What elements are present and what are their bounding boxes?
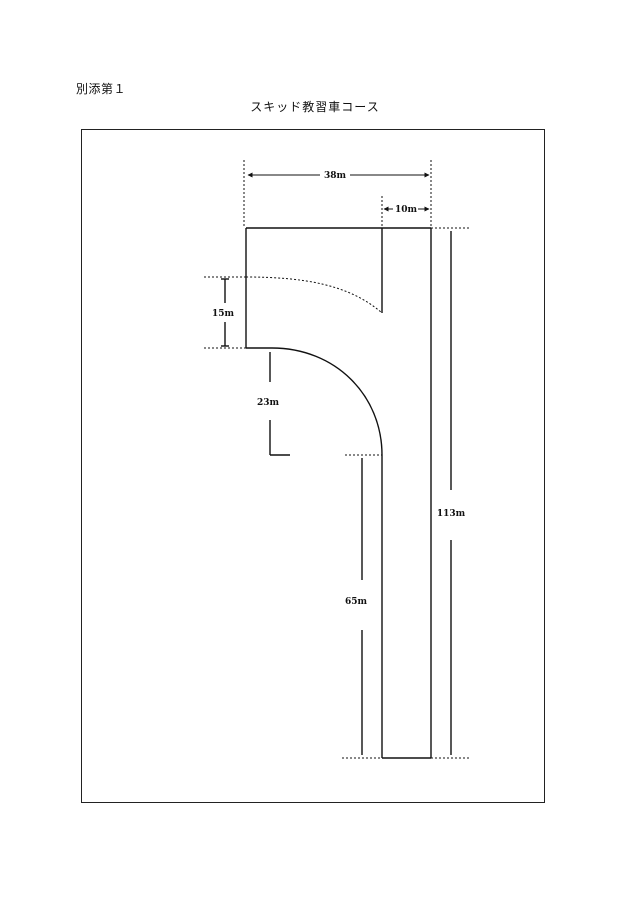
dim-23m-label: 23m: [257, 398, 280, 408]
extension-lines: [204, 160, 470, 759]
course-curve: [271, 347, 383, 456]
dim-10m-label: 10m: [395, 205, 418, 215]
attachment-label: 別添第１: [76, 82, 127, 96]
course-outline: [245, 227, 432, 759]
dim-15m-label: 15m: [212, 309, 235, 319]
dim-113m-label: 113m: [437, 509, 466, 519]
diagram-title: スキッド教習車コース: [250, 100, 380, 114]
dim-15m: [221, 278, 229, 347]
dim-38m-label: 38m: [324, 171, 347, 181]
dim-65m-label: 65m: [345, 597, 368, 607]
diagram-frame: [81, 129, 545, 803]
skid-path-dashed: [245, 276, 383, 314]
dim-23m: [269, 352, 290, 456]
